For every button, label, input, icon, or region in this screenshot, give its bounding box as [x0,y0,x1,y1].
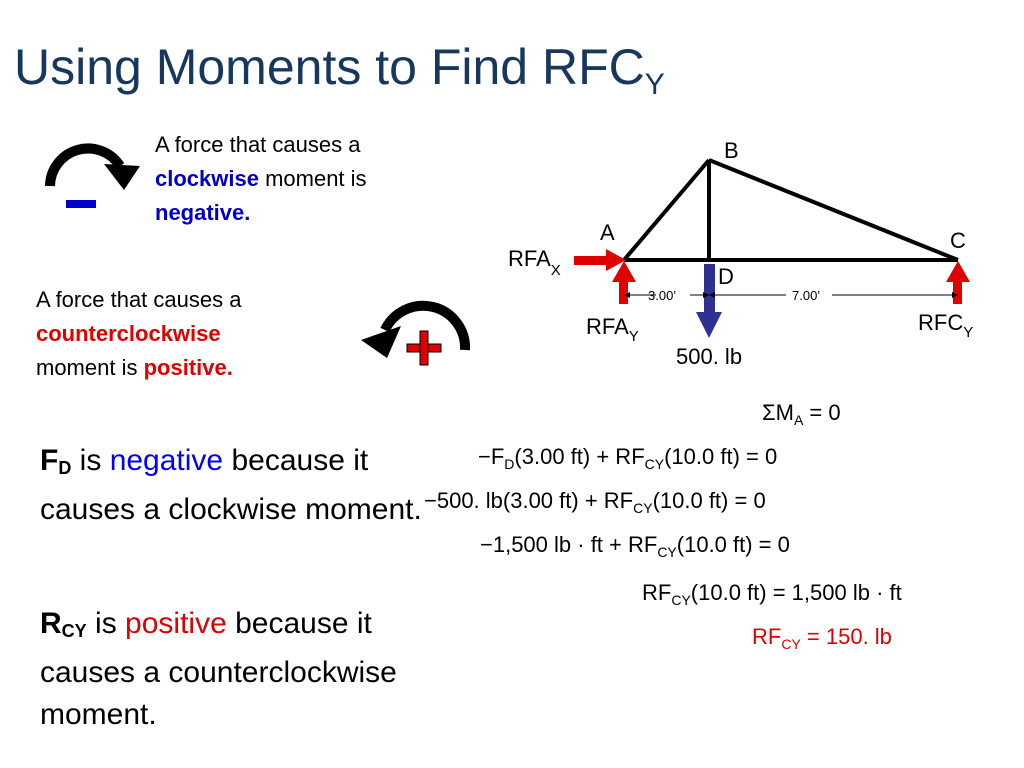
positive-word: positive. [143,355,233,380]
positive-keyword: positive [125,607,227,640]
counterclockwise-arrow-icon [361,300,471,358]
clockwise-note: A force that causes a clockwise moment i… [155,128,445,230]
member-ab [622,158,711,262]
equation-sum-moments: ΣMA = 0 [762,400,841,428]
negative-word: negative. [155,200,251,225]
negative-keyword: negative [109,444,224,477]
plus-sign-icon [406,330,442,366]
equation-line-2: −500. lb(3.00 ft) + RFCY(10.0 ft) = 0 [424,488,766,516]
title-text: Using Moments to Find RFC [14,39,645,95]
counterclockwise-note: A force that causes a counterclockwise m… [36,283,336,385]
load-label: 500. lb [676,344,743,369]
ccw-rest: moment is [36,355,138,380]
node-d-label: D [718,264,734,289]
node-a-label: A [600,220,615,245]
truss-diagram [574,158,970,338]
equation-line-4: RFCY(10.0 ft) = 1,500 lb · ft [642,580,902,608]
load-arrow [704,264,715,314]
clockwise-arrow-icon [45,143,140,190]
clockwise-word: clockwise [155,166,259,191]
ccw-line1: A force that causes a [36,287,242,312]
ccw-word: counterclockwise [36,321,221,346]
equation-result: RFCY = 150. lb [752,624,892,652]
node-b-label: B [724,138,739,163]
fd-explanation: FD is negative because it causes a clock… [40,444,422,526]
dimension-ad: 3.00’ [648,288,677,303]
rfay-label: RFAY [586,314,639,345]
rcy-explanation: RCY is positive because it causes a coun… [40,607,397,731]
rfay-arrow [619,280,628,304]
rfcy-label: RFCY [918,310,974,341]
rfax-arrow [574,256,608,265]
slide-title: Using Moments to Find RFCY [14,42,665,100]
clockwise-line1: A force that causes a [155,132,361,157]
rfcy-arrow [953,280,962,304]
node-c-label: C [950,228,966,253]
equation-line-1: −FD(3.00 ft) + RFCY(10.0 ft) = 0 [478,444,778,472]
clockwise-rest: moment is [265,166,367,191]
minus-sign-icon [66,200,96,208]
equation-line-3: −1,500 lb · ft + RFCY(10.0 ft) = 0 [480,532,790,560]
member-bc [708,158,959,262]
title-subscript: Y [644,68,665,101]
dimension-dc: 7.00’ [792,288,821,303]
rfax-label: RFAX [508,246,561,279]
